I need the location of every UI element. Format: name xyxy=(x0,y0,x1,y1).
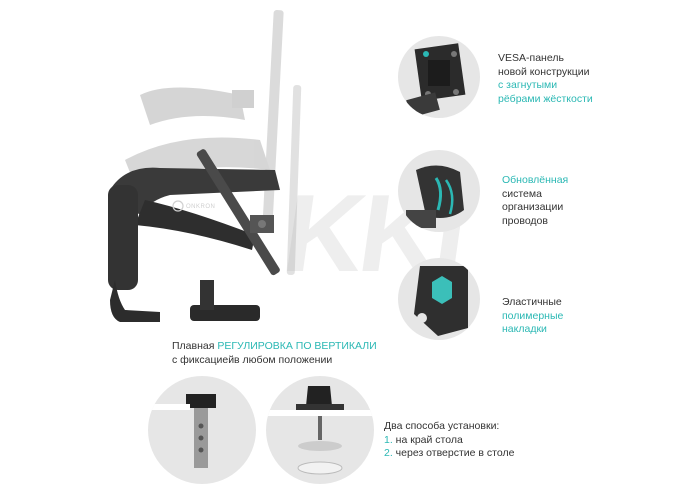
vesa-plate-icon xyxy=(398,36,480,118)
install-option-1: 1. на край стола xyxy=(384,433,463,446)
desk-clamp-icon xyxy=(148,376,256,484)
cables-caption: Обновлённая система организации проводов xyxy=(502,174,569,227)
brand-logo-text: ONKRON xyxy=(186,204,216,210)
polymer-pad-icon xyxy=(398,258,480,340)
grommet-mount-icon xyxy=(266,376,374,484)
height-caption: Плавная РЕГУЛИРОВКА ПО ВЕРТИКАЛИ с фикса… xyxy=(172,340,377,366)
install-caption: Два способа установки: 1. на край стола … xyxy=(384,420,515,459)
install-option-2: 2. через отверстие в столе xyxy=(384,447,515,459)
vesa-caption: VESA-панель новой конструкции с загнутым… xyxy=(498,52,593,105)
pads-caption: Эластичные полимерные накладки xyxy=(502,296,564,335)
monitor-arm-illustration xyxy=(108,10,302,322)
cable-management-icon xyxy=(398,150,480,232)
